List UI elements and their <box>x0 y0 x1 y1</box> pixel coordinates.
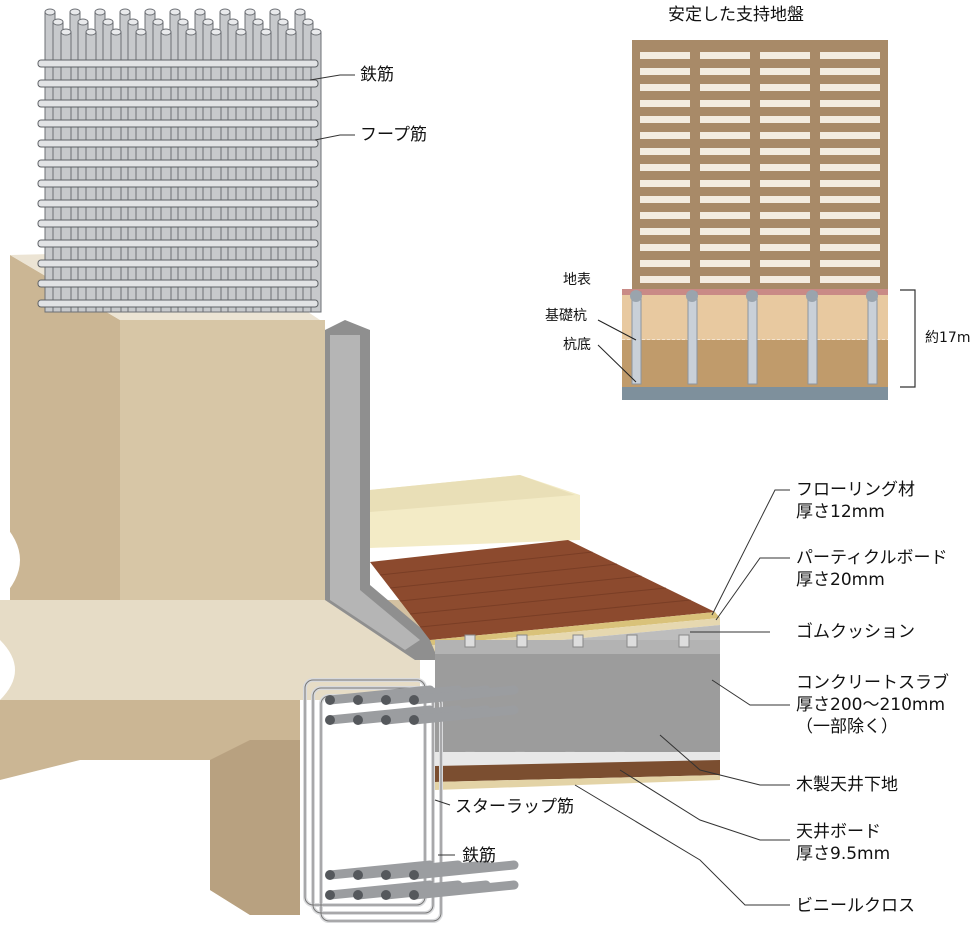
label-ground-surface: 地表 <box>563 272 591 288</box>
pile <box>747 291 758 385</box>
label-vinyl-cloth: ビニールクロス <box>796 896 915 916</box>
label-stirrup: スターラップ筋 <box>455 797 574 817</box>
pile <box>687 291 698 385</box>
building-illustration <box>632 40 888 290</box>
label-ceiling-board: 天井ボード厚さ9.5mm <box>796 822 891 864</box>
foundation-illustration <box>0 250 580 915</box>
label-concrete-slab: コンクリートスラブ厚さ200〜210mm（一部除く） <box>796 673 949 737</box>
label-particle-board: パーティクルボード厚さ20mm <box>796 548 948 590</box>
pile <box>631 291 642 385</box>
label-hoop: フープ筋 <box>360 125 427 145</box>
column-rebar-cage <box>37 8 322 313</box>
pile <box>807 291 818 385</box>
beam-rebar-cage <box>303 678 519 923</box>
label-pile-tip: 杭底 <box>563 337 591 353</box>
pile <box>867 291 878 385</box>
label-foundation-pile: 基礎杭 <box>545 308 587 324</box>
label-ceiling-frame: 木製天井下地 <box>796 775 898 795</box>
label-column-rebar: 鉄筋 <box>360 65 394 85</box>
label-depth: 約17m <box>925 330 971 346</box>
floor-illustration <box>370 540 720 790</box>
label-rubber-cushion: ゴムクッション <box>796 622 915 642</box>
leader-lines <box>309 74 790 906</box>
label-flooring: フローリング材厚さ12mm <box>796 480 915 522</box>
ground-section <box>597 289 916 400</box>
diagram-title: 安定した支持地盤 <box>668 5 804 25</box>
label-beam-rebar: 鉄筋 <box>462 846 496 866</box>
